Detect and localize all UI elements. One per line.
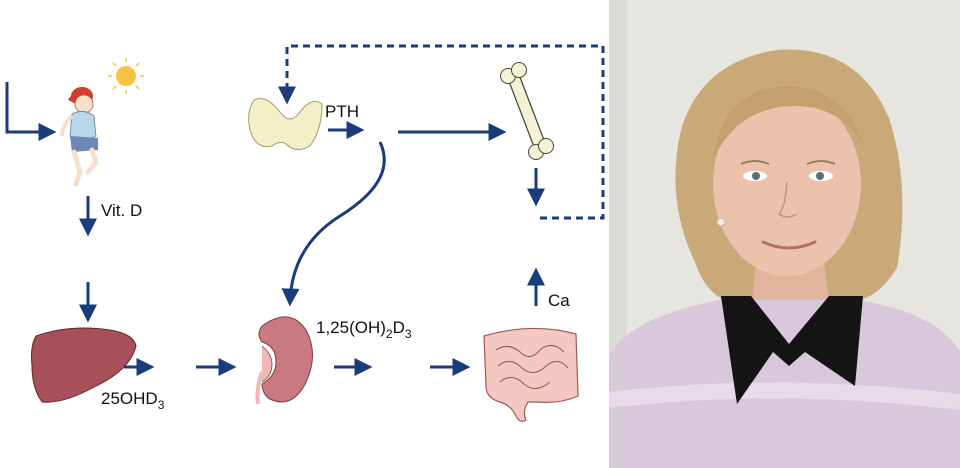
pth-label: PTH <box>325 102 359 121</box>
child-icon <box>60 87 99 187</box>
feedback-dashed-arrow <box>278 44 605 220</box>
vitd-label: Vit. D <box>101 201 142 220</box>
liver-icon <box>31 327 137 403</box>
vitamin-d-metabolism-diagram: Vit. D 25OHD3 PTH <box>5 44 605 422</box>
ca-label: Ca <box>548 291 570 310</box>
portrait-photo <box>609 0 960 468</box>
sun-icon <box>108 58 144 94</box>
intestine-icon <box>483 327 579 422</box>
kidney-icon <box>255 316 313 405</box>
input-arrow <box>5 82 57 141</box>
calcitriol-label: 1,25(OH)2D3 <box>316 318 412 341</box>
bone-icon <box>500 62 554 160</box>
thyroid-icon <box>248 98 323 150</box>
shirt-collar <box>721 296 863 404</box>
arrow-pth-to-kidney <box>281 141 386 307</box>
25ohd3-label: 25OHD3 <box>101 389 165 412</box>
